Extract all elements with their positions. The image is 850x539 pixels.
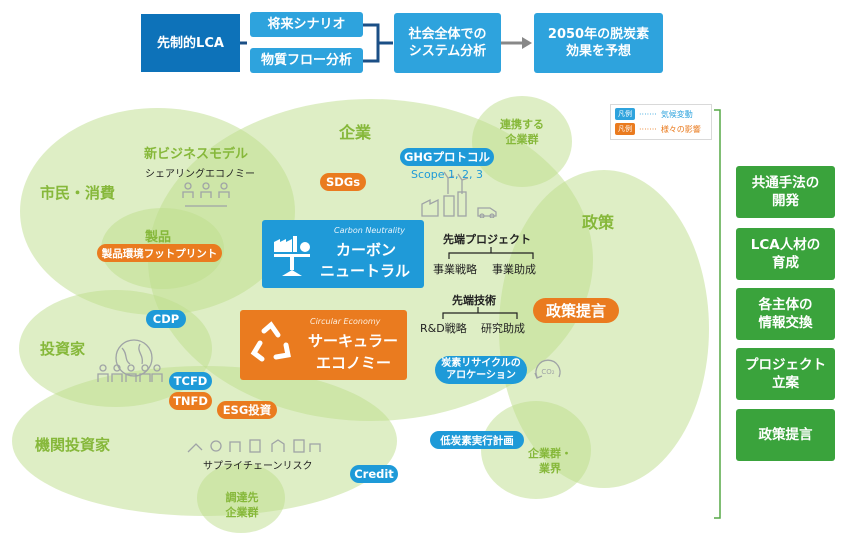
circular-line2: エコノミー	[316, 354, 392, 372]
carbon-en: Carbon Neutrality	[334, 226, 405, 235]
right-item-line1: LCA人材の	[750, 237, 821, 253]
flow-arrow-head	[522, 37, 532, 49]
right-item-hr: LCA人材の 育成	[736, 228, 835, 280]
legend-row-various: 凡例 ······· 様々の影響	[615, 123, 707, 135]
partner-line1: 連携する	[500, 118, 544, 131]
legend-row-climate: 凡例 ······· 気候変動	[615, 108, 707, 120]
right-item-line2: 開発	[772, 193, 799, 209]
co2-icon: CO₂	[534, 359, 561, 379]
policy-label: 政策	[582, 213, 615, 232]
factory-icon	[421, 191, 497, 218]
advanced-project-title: 先端プロジェクト	[443, 233, 531, 246]
tnfd-pill: TNFD	[169, 392, 212, 410]
procure-line1: 調達先	[225, 491, 259, 504]
credit-pill: Credit	[350, 465, 398, 483]
windmill-icon	[443, 171, 469, 194]
carbon-line2: ニュートラル	[320, 262, 411, 280]
prediction-line1: 2050年の脱炭素	[547, 27, 650, 42]
prediction-line2: 効果を予想	[565, 44, 631, 59]
procure-bubble	[197, 463, 285, 533]
carbon-recycle-line2: アロケーション	[446, 370, 516, 381]
people-icon	[182, 182, 230, 207]
tcfd-pill: TCFD	[169, 372, 212, 390]
right-item-line1: 政策提言	[758, 427, 813, 443]
citizen-label: 市民・消費	[40, 184, 116, 202]
balance-factory-icon	[274, 236, 310, 276]
cdp-pill: CDP	[146, 310, 186, 328]
esg-pill: ESG投資	[217, 401, 277, 419]
recycle-icon	[250, 321, 291, 362]
carbon-recycle-pill: 炭素リサイクルの アロケーション	[435, 356, 527, 384]
industry-line2: 業界	[539, 462, 561, 475]
tech-bracket	[442, 307, 518, 319]
tech-subsidy: 研究助成	[481, 322, 525, 335]
right-item-line1: プロジェクト	[745, 357, 826, 373]
product-footprint-pill: 製品環境フットプリント	[97, 244, 222, 262]
advanced-tech-title: 先端技術	[452, 294, 496, 307]
supply-chain-icon	[187, 439, 321, 453]
policy-proposal-pill: 政策提言	[533, 298, 619, 323]
right-item-line2: 情報交換	[758, 315, 813, 331]
low-carbon-pill: 低炭素実行計画	[430, 431, 524, 449]
partner-line2: 企業群	[505, 133, 539, 146]
carbon-neutrality-box: Carbon Neutrality カーボン ニュートラル	[262, 220, 424, 288]
investor-label: 投資家	[40, 340, 86, 358]
co2-text: CO₂	[541, 368, 554, 376]
right-item-line2: 立案	[772, 375, 799, 391]
legend: 凡例 ······· 気候変動 凡例 ······· 様々の影響	[610, 104, 712, 140]
new-business-title: 新ビジネスモデル	[144, 147, 249, 162]
industry-bubble	[481, 401, 591, 499]
material-flow-box: 物質フロー分析	[250, 48, 363, 73]
bracket-line	[240, 23, 393, 63]
project-bracket	[448, 247, 534, 259]
project-subsidy: 事業助成	[492, 263, 536, 276]
industry-label: 企業群・ 業界	[518, 446, 582, 476]
circular-en: Circular Economy	[310, 317, 381, 326]
right-item-project: プロジェクト 立案	[736, 348, 835, 400]
procure-label: 調達先 企業群	[207, 490, 277, 520]
prediction-box: 2050年の脱炭素 効果を予想	[534, 13, 663, 73]
circular-line1: サーキュラー	[308, 332, 399, 350]
right-item-line1: 共通手法の	[751, 175, 820, 191]
system-analysis-line1: 社会全体での	[408, 27, 487, 42]
right-bracket	[714, 109, 721, 519]
system-analysis-box: 社会全体での システム分析	[394, 13, 501, 73]
sdgs-pill: SDGs	[320, 173, 366, 191]
supply-chain-label: サプライチェーンリスク	[203, 461, 313, 472]
carbon-recycle-line1: 炭素リサイクルの	[441, 358, 521, 369]
procure-line2: 企業群	[225, 506, 259, 519]
scope-text: Scope 1, 2, 3	[411, 168, 483, 181]
flow-connectors	[240, 23, 532, 63]
right-item-line2: 育成	[772, 255, 799, 271]
globe-icon	[115, 339, 153, 377]
institutional-label: 機関投資家	[35, 436, 111, 454]
industry-line1: 企業群・	[528, 447, 572, 460]
right-item-line1: 各主体の	[758, 297, 813, 313]
ghg-pill: GHGプロトコル	[400, 148, 494, 166]
right-item-exchange: 各主体の 情報交換	[736, 288, 835, 340]
new-business-sub: シェアリングエコノミー	[145, 169, 255, 180]
legend-tag: 凡例	[615, 123, 635, 135]
right-item-policy: 政策提言	[736, 409, 835, 461]
future-scenario-box: 将来シナリオ	[250, 12, 363, 37]
precautionary-lca-box: 先制的LCA	[141, 14, 240, 72]
circular-economy-box: Circular Economy サーキュラー エコノミー	[240, 310, 407, 380]
product-label: 製品	[145, 230, 172, 245]
legend-climate: 気候変動	[660, 109, 693, 119]
legend-dots: ·······	[639, 124, 657, 134]
partner-label: 連携する 企業群	[484, 117, 560, 147]
legend-dots: ·······	[639, 109, 657, 119]
tech-rd: R&D戦略	[420, 322, 467, 335]
system-analysis-line2: システム分析	[408, 44, 487, 59]
project-strategy: 事業戦略	[433, 263, 477, 276]
legend-various: 様々の影響	[660, 124, 701, 134]
legend-tag: 凡例	[615, 108, 635, 120]
carbon-line1: カーボン	[336, 241, 397, 259]
right-item-method: 共通手法の 開発	[736, 166, 835, 218]
company-label: 企業	[339, 123, 372, 142]
partner-bubble	[472, 96, 572, 187]
crowd-icon	[97, 364, 163, 382]
